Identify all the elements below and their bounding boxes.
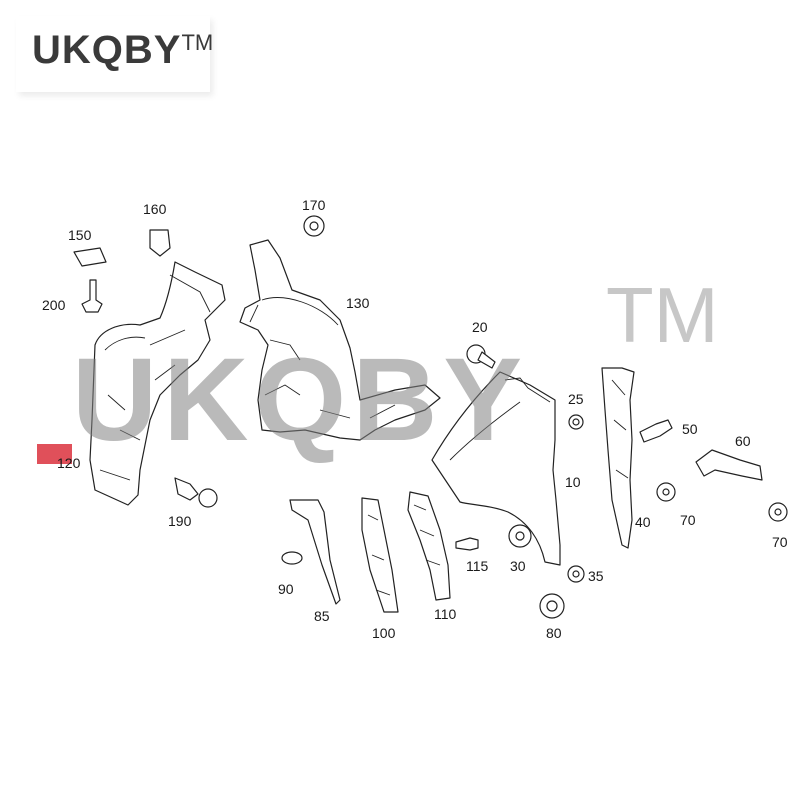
- part-85-bracket[interactable]: [289, 499, 341, 605]
- label-70b: 70: [772, 534, 788, 550]
- part-30-bolt[interactable]: [508, 524, 532, 548]
- part-115-bolt[interactable]: [455, 537, 479, 551]
- label-30: 30: [510, 558, 526, 574]
- label-80: 80: [546, 625, 562, 641]
- part-90-nut[interactable]: [281, 551, 303, 565]
- label-130: 130: [346, 295, 370, 311]
- part-35-nut[interactable]: [567, 565, 585, 583]
- label-90: 90: [278, 581, 294, 597]
- watermark-tm: TM: [606, 271, 719, 359]
- brand-logo: UKQBYTM: [32, 28, 213, 73]
- label-20: 20: [472, 319, 488, 335]
- label-120: 120: [57, 455, 81, 471]
- label-115: 115: [466, 558, 489, 574]
- label-190: 190: [168, 513, 192, 529]
- part-70a-bolt[interactable]: [656, 482, 676, 502]
- brand-tm: TM: [181, 30, 214, 55]
- watermark-text: UKQBY: [72, 334, 528, 466]
- part-130-liner[interactable]: [239, 239, 441, 441]
- label-85: 85: [314, 608, 330, 624]
- label-160: 160: [143, 201, 167, 217]
- label-40: 40: [635, 514, 651, 530]
- highlight-marker: [37, 444, 72, 464]
- part-100-gasket[interactable]: [361, 497, 399, 613]
- part-160-clip[interactable]: [149, 229, 171, 257]
- label-25: 25: [568, 391, 584, 407]
- label-150: 150: [68, 227, 92, 243]
- part-80-nut[interactable]: [539, 593, 565, 619]
- brand-box: [16, 16, 210, 92]
- part-70b-bolt[interactable]: [768, 502, 788, 522]
- part-110-block[interactable]: [407, 491, 451, 601]
- label-110: 110: [434, 606, 457, 622]
- label-100: 100: [372, 625, 396, 641]
- part-190-pin[interactable]: [174, 477, 218, 508]
- part-20-bolt[interactable]: [466, 344, 496, 369]
- label-60: 60: [735, 433, 751, 449]
- part-200-screw[interactable]: [81, 279, 103, 313]
- label-50: 50: [682, 421, 698, 437]
- label-200: 200: [42, 297, 66, 313]
- label-35: 35: [588, 568, 604, 584]
- label-10: 10: [565, 474, 581, 490]
- part-40-strip[interactable]: [601, 367, 635, 549]
- part-170-nut[interactable]: [303, 215, 325, 237]
- part-50-bolt[interactable]: [639, 419, 673, 443]
- part-120-wheel-liner[interactable]: [89, 261, 226, 506]
- part-60-bracket[interactable]: [695, 449, 763, 481]
- label-170: 170: [302, 197, 326, 213]
- brand-name: UKQBY: [32, 28, 182, 72]
- label-70a: 70: [680, 512, 696, 528]
- part-10-fender[interactable]: [431, 371, 561, 566]
- part-150-clip[interactable]: [73, 247, 107, 267]
- part-25-nut[interactable]: [568, 414, 584, 430]
